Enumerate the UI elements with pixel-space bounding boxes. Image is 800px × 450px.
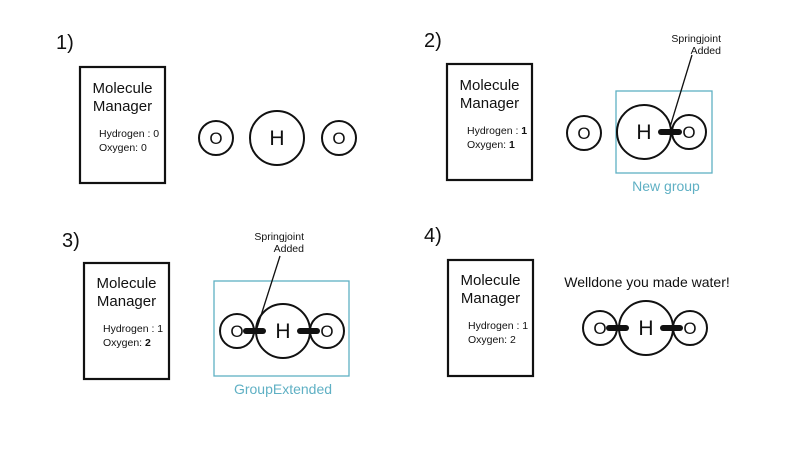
oxygen-atom-left[interactable]: O	[198, 120, 234, 156]
manager-frame	[446, 258, 535, 378]
manager-frame	[82, 261, 171, 381]
step-number: 3)	[62, 230, 80, 252]
extended-group-outline	[213, 280, 350, 377]
panel-1: 1) Molecule Manager Hydrogen : 0 Oxygen:…	[56, 32, 357, 185]
springjoint-note-line1: Springjoint	[254, 231, 304, 243]
hydrogen-atom-label: H	[275, 320, 290, 343]
oxygen-count-label: Oxygen:	[103, 337, 145, 349]
oxygen-atom-circle	[321, 120, 357, 156]
oxygen-count-value: 2	[510, 334, 516, 346]
oxygen-count: Oxygen: 0	[99, 142, 147, 154]
hydrogen-count-label: Hydrogen :	[103, 323, 157, 335]
callout-line	[256, 255, 281, 329]
oxygen-atom-left[interactable]: O	[566, 115, 602, 151]
manager-frame	[78, 65, 167, 185]
molecule-manager-box: Molecule Manager Hydrogen : 1 Oxygen: 2	[82, 261, 171, 381]
hydrogen-count: Hydrogen : 1	[468, 320, 528, 332]
manager-title-line2: Manager	[97, 293, 156, 310]
oxygen-atom-label: O	[230, 322, 243, 341]
oxygen-atom-label: O	[577, 124, 590, 143]
callout-line	[669, 54, 693, 128]
oxygen-atom-label: O	[683, 319, 696, 338]
panel-2: 2) Molecule Manager Hydrogen : 1 Oxygen:…	[424, 30, 721, 194]
oxygen-atom-label: O	[320, 322, 333, 341]
manager-title-line1: Molecule	[460, 272, 520, 289]
hydrogen-count-label: Hydrogen :	[99, 128, 153, 140]
oxygen-atom-circle	[566, 115, 602, 151]
springjoint-note-line1: Springjoint	[671, 33, 721, 45]
panel-4: 4) Molecule Manager Hydrogen : 1 Oxygen:…	[424, 225, 730, 378]
oxygen-atom-circle	[198, 120, 234, 156]
hydrogen-count: Hydrogen : 1	[103, 323, 163, 335]
oxygen-atom-left[interactable]: O	[582, 310, 618, 346]
oxygen-atom-right[interactable]: O	[672, 310, 708, 346]
oxygen-count-value: 0	[141, 142, 147, 154]
oxygen-count: Oxygen: 1	[467, 139, 515, 151]
oxygen-count-label: Oxygen:	[467, 139, 509, 151]
hydrogen-atom-label: H	[269, 127, 284, 150]
oxygen-atom-label: O	[682, 123, 695, 142]
oxygen-count: Oxygen: 2	[103, 337, 151, 349]
manager-title-line2: Manager	[93, 98, 152, 115]
molecule-manager-box: Molecule Manager Hydrogen : 1 Oxygen: 2	[446, 258, 535, 378]
hydrogen-count-value: 1	[521, 125, 527, 137]
hydrogen-count-value: 1	[157, 323, 163, 335]
hydrogen-count-label: Hydrogen :	[468, 320, 522, 332]
hydrogen-count: Hydrogen : 0	[99, 128, 159, 140]
step-number: 2)	[424, 30, 442, 52]
success-message: Welldone you made water!	[564, 274, 730, 290]
hydrogen-count-label: Hydrogen :	[467, 125, 521, 137]
hydrogen-atom[interactable]: H	[618, 300, 674, 356]
group-label: New group	[632, 178, 700, 194]
manager-frame	[445, 62, 534, 182]
step-number: 4)	[424, 225, 442, 247]
manager-title-line1: Molecule	[92, 80, 152, 97]
hydrogen-atom-label: H	[638, 317, 653, 340]
springjoint-note-line2: Added	[274, 243, 305, 255]
hydrogen-atom-label: H	[636, 121, 651, 144]
oxygen-atom-right[interactable]: O	[321, 120, 357, 156]
oxygen-count: Oxygen: 2	[468, 334, 516, 346]
hydrogen-atom[interactable]: H	[249, 110, 305, 166]
hydrogen-count-value: 0	[153, 128, 159, 140]
oxygen-count-value: 2	[145, 337, 151, 349]
hydrogen-count: Hydrogen : 1	[467, 125, 527, 137]
molecule-manager-box: Molecule Manager Hydrogen : 1 Oxygen: 1	[445, 62, 534, 182]
oxygen-count-value: 1	[509, 139, 515, 151]
oxygen-atom-right[interactable]: O	[671, 114, 707, 150]
springjoint-note-line2: Added	[691, 45, 722, 57]
hydrogen-count-value: 1	[522, 320, 528, 332]
oxygen-atom-label: O	[593, 319, 606, 338]
manager-title-line2: Manager	[460, 95, 519, 112]
oxygen-count-label: Oxygen:	[99, 142, 141, 154]
oxygen-atom-label: O	[332, 129, 345, 148]
panel-3: 3) Molecule Manager Hydrogen : 1 Oxygen:…	[62, 230, 350, 397]
step-number: 1)	[56, 32, 74, 54]
group-label: GroupExtended	[234, 381, 332, 397]
hydrogen-atom-circle	[249, 110, 305, 166]
manager-title-line2: Manager	[461, 290, 520, 307]
oxygen-atom-right[interactable]: O	[309, 313, 345, 349]
oxygen-count-label: Oxygen:	[468, 334, 510, 346]
molecule-manager-box: Molecule Manager Hydrogen : 0 Oxygen: 0	[78, 65, 167, 185]
manager-title-line1: Molecule	[459, 77, 519, 94]
manager-title-line1: Molecule	[96, 275, 156, 292]
oxygen-atom-label: O	[209, 129, 222, 148]
